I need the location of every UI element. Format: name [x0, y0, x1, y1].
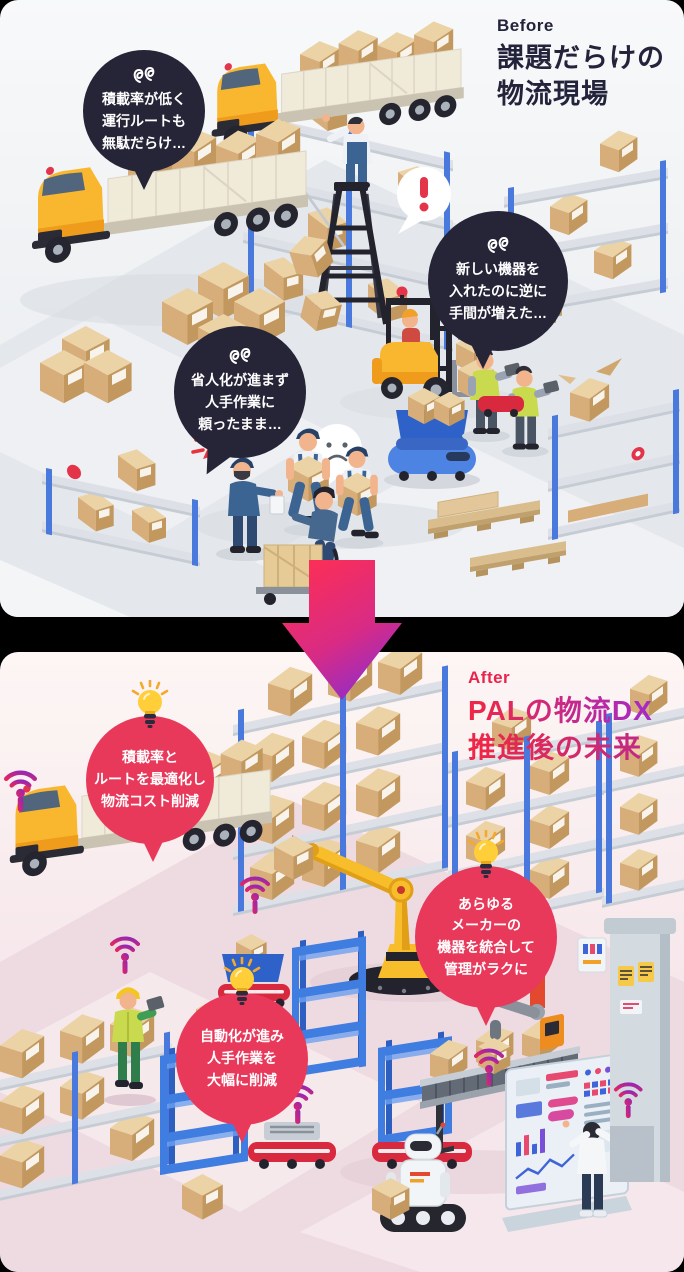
bubble-text: 自動化が進み: [200, 1028, 284, 1045]
before-heading: Before 課題だらけの 物流現場: [497, 16, 665, 112]
bubble-text: 人手作業を: [207, 1050, 277, 1067]
bubble-tail: [131, 163, 157, 190]
scribble-icon: [229, 348, 251, 365]
after-section: After PALの物流DX 推進後の未来 積載率と ルートを最適化し 物流コス…: [0, 652, 684, 1272]
shelf-rack-icon: [602, 670, 684, 908]
agv-robot-icon: [478, 396, 524, 417]
bubble-text: 頼ったまま…: [198, 415, 282, 432]
truck-icon: [211, 18, 464, 150]
after-heading: After PALの物流DX 推進後の未来: [468, 668, 653, 767]
bubble-text: 人手作業に: [205, 394, 275, 411]
after-title-line: PALの物流DX: [468, 693, 653, 730]
lightbulb-icon: [219, 955, 265, 1010]
lightbulb-icon: [463, 828, 509, 883]
worker-figure: [216, 457, 285, 561]
speech-bubble-new-equipment: 新しい機器を 入れたのに逆に 手間が増えた…: [428, 211, 568, 369]
machine-icon: [577, 918, 676, 1182]
bubble-text: 機器を統合して: [437, 939, 535, 955]
transition-arrow: [282, 560, 402, 700]
shelf-rack-icon: [548, 358, 680, 540]
bubble-tail: [470, 342, 496, 369]
worker-figure: [104, 987, 165, 1106]
shelf-rack-icon: [233, 652, 448, 917]
humanoid-robot-icon: [372, 1122, 466, 1232]
blue-shelf-icon: [292, 930, 366, 1078]
bubble-text: 管理がラクに: [444, 960, 528, 977]
before-title-line: 物流現場: [497, 78, 609, 109]
speech-bubble-automation: 自動化が進み 人手作業を 大幅に削減: [176, 955, 308, 1143]
truck-icon: [32, 115, 308, 263]
after-title: PALの物流DX 推進後の未来: [468, 693, 653, 767]
bubble-text: ルートを最適化し: [94, 771, 206, 788]
scribble-icon: [133, 67, 155, 84]
bubble-text: 新しい機器を: [456, 261, 540, 278]
ladder-worker-figure: [286, 114, 389, 336]
bubble-text: 積載率が低く: [102, 91, 186, 108]
scribble-icon: [487, 237, 509, 254]
before-section: Before 課題だらけの 物流現場 積載率が低く 運行ルートも 無駄だらけ… …: [0, 0, 684, 617]
bubble-text: 無駄だらけ…: [102, 134, 186, 151]
robot-arm-icon: [274, 835, 459, 995]
agv-robot-icon: [384, 388, 480, 489]
bubble-text: 積載率と: [122, 749, 178, 766]
speech-bubble-load-ratio: 積載率が低く 運行ルートも 無駄だらけ…: [83, 50, 205, 190]
agv-robot-icon: [248, 1122, 336, 1169]
bubble-text: 大幅に削減: [207, 1071, 277, 1088]
bubble-text: 運行ルートも: [102, 113, 186, 130]
speech-bubble-route-optimization: 積載率と ルートを最適化し 物流コスト削減: [86, 678, 214, 862]
after-label: After: [468, 668, 511, 687]
before-title-line: 課題だらけの: [497, 43, 665, 73]
before-label: Before: [497, 16, 554, 35]
before-title: 課題だらけの 物流現場: [497, 41, 665, 112]
after-title-line: 推進後の未来: [468, 730, 653, 767]
speech-bubble-manual-work: 省人化が進まず 人手作業に 頼ったまま…: [174, 326, 306, 481]
bubble-text: メーカーの: [451, 917, 521, 934]
bubble-tail: [473, 999, 499, 1026]
lightbulb-icon: [127, 678, 173, 733]
pallet-icon: [470, 541, 566, 577]
worker-figure: [334, 446, 384, 549]
speech-bubble-unified-management: あらゆる メーカーの 機器を統合して 管理がラクに: [415, 828, 557, 1026]
down-arrow-icon: [282, 560, 402, 700]
shelf-rack-icon: [42, 445, 200, 567]
pallet-icon: [428, 491, 540, 539]
bubble-text: 省人化が進まず: [191, 372, 289, 389]
bubble-text: 物流コスト削減: [101, 792, 199, 809]
bubble-tail: [139, 835, 166, 862]
exclamation-icon: [397, 167, 451, 234]
bubble-text: 手間が増えた…: [449, 304, 547, 321]
bubble-text: 入れたのに逆に: [449, 283, 547, 300]
bubble-text: あらゆる: [458, 895, 514, 912]
bubble-tail: [229, 1116, 255, 1143]
